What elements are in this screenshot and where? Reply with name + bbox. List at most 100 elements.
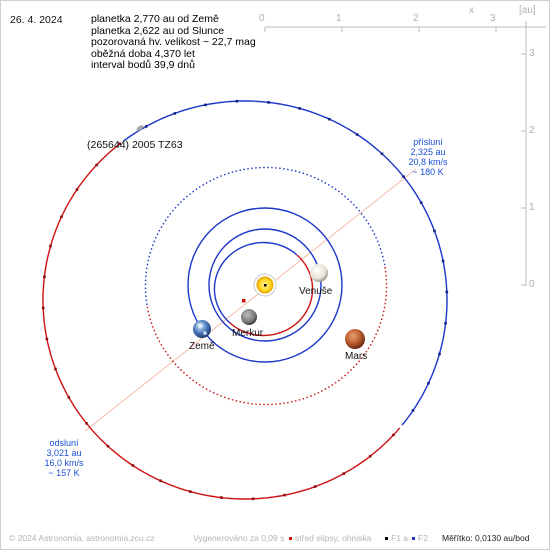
orbit-point-marker: [173, 112, 177, 115]
orbit-point-marker: [419, 201, 423, 204]
red-marker-icon: [289, 537, 292, 541]
orbit-point-marker: [342, 472, 346, 475]
orbit-point-marker: [75, 188, 79, 191]
mercury-icon: [241, 309, 257, 325]
generation-time: Vygenerováno za 0,09 s: [193, 533, 285, 543]
y-tick-label: 2: [529, 125, 535, 136]
orbit-point-marker: [43, 275, 46, 279]
mercury-label: Merkur: [232, 328, 264, 339]
y-tick-label: 1: [529, 202, 535, 213]
venus-label: Venuše: [299, 286, 333, 297]
orbit-point-marker: [67, 396, 71, 399]
x-tick-label: 0: [259, 13, 265, 24]
mercury-orbit: [213, 241, 314, 337]
aphelion-info: odsluní 3,021 au 16,0 km/s ~ 157 K: [39, 438, 89, 478]
orbit-point-marker: [392, 433, 395, 437]
y-axis: [521, 21, 527, 286]
orbit-point-marker: [438, 352, 441, 356]
orbit-point-marker: [427, 381, 430, 385]
perihelion-distance: 2,325 au: [410, 147, 446, 157]
orbit-point-marker: [380, 152, 384, 156]
orbit-point-marker: [368, 454, 372, 458]
orbit-point-marker: [159, 479, 162, 483]
venus-icon: [310, 264, 328, 282]
asteroid-orbit-near-side: [42, 142, 401, 500]
line-of-apsides: [84, 168, 417, 432]
orbit-point-marker: [433, 229, 436, 233]
info-panel: planetka 2,770 au od Země planetka 2,622…: [91, 13, 256, 72]
orbit-point-marker: [95, 163, 98, 167]
asteroid-orbit: [41, 99, 449, 501]
orbit-point-marker: [41, 306, 45, 310]
aphelion-temperature: ~ 157 K: [48, 468, 80, 478]
aphelion-title: odsluní: [49, 438, 79, 448]
legend-center-text: střed elipsy, ohniska: [295, 533, 372, 543]
legend-f2: F2: [412, 533, 428, 543]
scale-label: Měřítko: 0,0130 au/bod: [442, 533, 530, 543]
orbit-point-marker: [220, 496, 223, 499]
legend-f2-text: F2: [418, 533, 428, 543]
earth-label: Země: [189, 341, 215, 352]
y-tick-label: 0: [529, 279, 535, 290]
orbit-point-marker: [402, 175, 405, 178]
info-line: planetka 2,622 au od Slunce: [91, 24, 225, 37]
x-tick-label: 1: [336, 13, 342, 24]
asteroid-icon: [136, 125, 144, 131]
blue-marker-icon: [412, 537, 415, 541]
sun-icon: [253, 273, 277, 297]
info-line: planetka 2,770 au od Země: [91, 13, 219, 25]
y-tick-label: 3: [529, 48, 535, 59]
orbit-point-marker: [355, 133, 359, 136]
earth-orbit: [187, 207, 343, 363]
orbit-point-marker: [267, 101, 270, 104]
orbit-point-marker: [118, 142, 122, 146]
orbit-point-marker: [144, 125, 148, 128]
orbit-point-marker: [251, 497, 255, 501]
orbit-point-marker: [204, 103, 207, 107]
orbit-point-marker: [298, 107, 301, 110]
orbit-point-marker: [45, 337, 49, 341]
orbit-point-marker: [54, 367, 57, 371]
x-axis-label: x: [469, 5, 474, 16]
orbit-point-marker: [411, 409, 415, 412]
perihelion-info: přísluní 2,325 au 20,8 km/s ~ 180 K: [403, 137, 453, 177]
orbit-point-marker: [313, 485, 317, 488]
info-line: interval bodů 39,9 dnů: [91, 59, 195, 71]
orbit-point-marker: [445, 290, 449, 294]
orbit-point-marker: [60, 215, 63, 219]
orbit-point-marker: [131, 464, 135, 467]
ellipse-center-marker: [242, 299, 246, 303]
copyright-text: © 2024 Astronomia, astronomia.zcu.cz: [9, 533, 155, 543]
asteroid-name: (265644) 2005 TZ63: [87, 139, 183, 151]
black-marker-icon: [385, 537, 388, 541]
x-tick-label: 3: [490, 13, 496, 24]
mars-orbit: [144, 166, 388, 406]
mars-label: Mars: [345, 351, 368, 362]
legend-f1-text: F1 a: [391, 533, 409, 543]
perihelion-speed: 20,8 km/s: [408, 157, 448, 167]
x-axis: [264, 26, 546, 32]
orbit-point-marker: [441, 259, 445, 263]
orbit-point-marker: [235, 99, 239, 103]
info-line: oběžná doba 4,370 let: [91, 47, 195, 60]
orbit-point-marker: [328, 117, 331, 121]
legend-ellipse-center: střed elipsy, ohniska: [289, 533, 371, 543]
orbit-point-marker: [49, 244, 52, 248]
aphelion-distance: 3,021 au: [46, 448, 82, 458]
venus-orbit: [208, 228, 322, 342]
info-line: pozorovaná hv. velikost ~ 22,7 mag: [91, 36, 256, 48]
orbit-point-marker: [444, 321, 447, 325]
perihelion-temperature: ~ 180 K: [412, 167, 444, 177]
legend-f1: F1 a: [385, 533, 408, 543]
orbit-point-marker: [189, 490, 192, 493]
orbit-point-marker: [85, 422, 88, 425]
mars-icon: [345, 329, 365, 349]
date-label: 26. 4. 2024: [10, 14, 63, 26]
aphelion-speed: 16,0 km/s: [44, 458, 84, 468]
x-tick-label: 2: [413, 13, 419, 24]
earth-icon: [193, 320, 211, 338]
orbit-point-marker: [106, 444, 110, 448]
axis-unit-label: [au]: [519, 5, 536, 16]
